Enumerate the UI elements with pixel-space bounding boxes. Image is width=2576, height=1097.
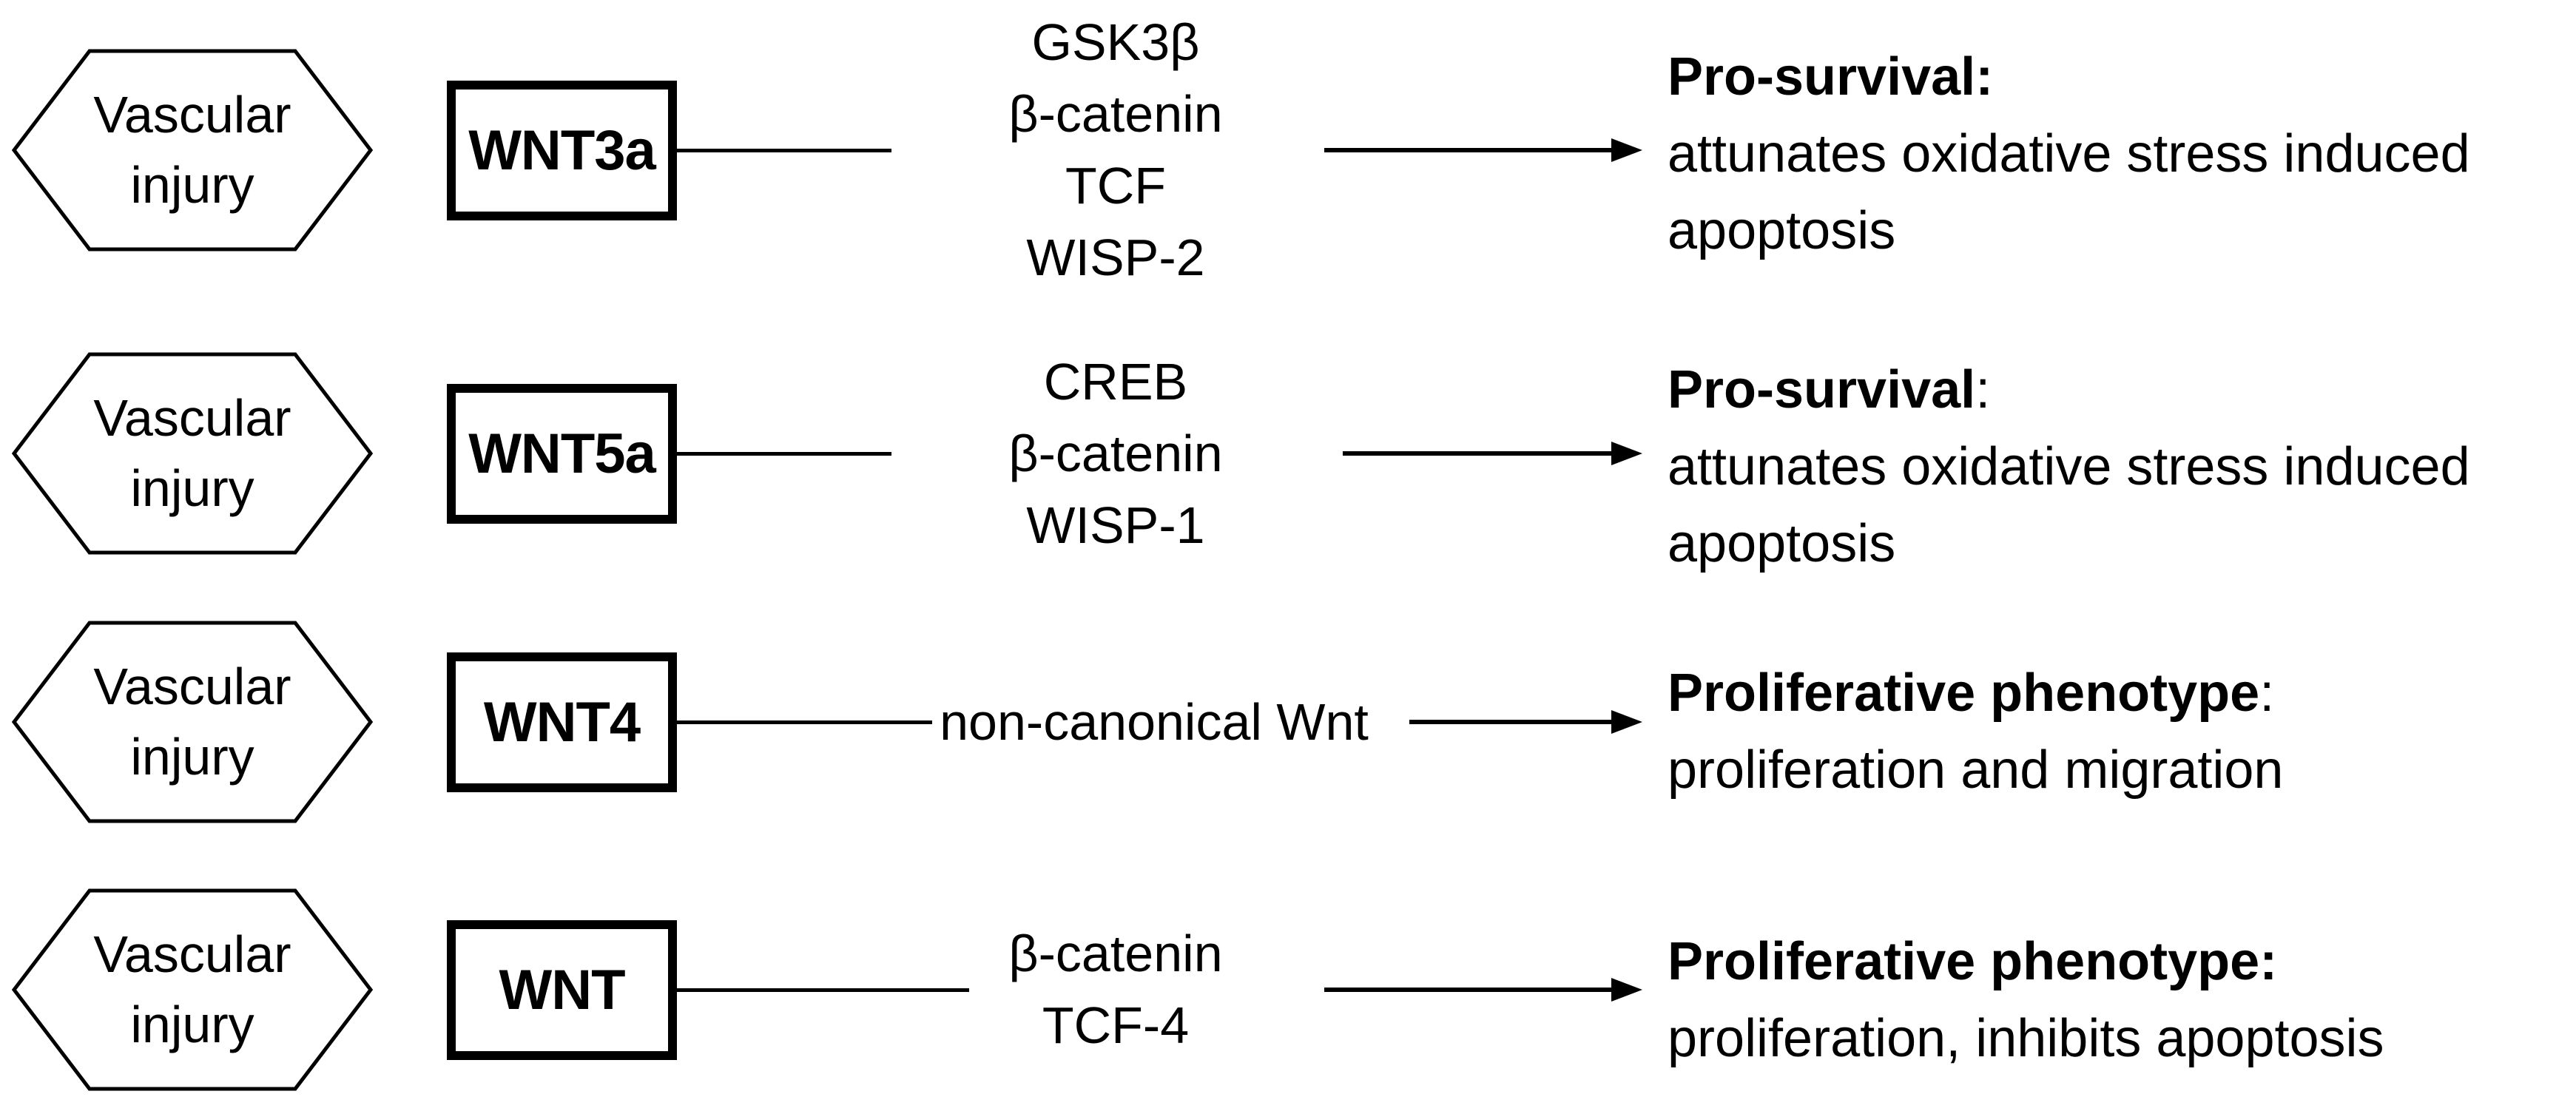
mediator-item: TCF-4 xyxy=(1042,996,1190,1054)
vascular-injury-hexagon: Vascular injury xyxy=(11,886,374,1093)
outcome-text: Proliferative phenotype: proliferation a… xyxy=(1668,655,2576,809)
vascular-injury-hexagon: Vascular injury xyxy=(11,350,374,557)
right-arrow xyxy=(1324,978,1642,1002)
mediator-list: CREB β-catenin WISP-1 xyxy=(857,346,1375,561)
vascular-injury-hexagon: Vascular injury xyxy=(11,618,374,826)
trigger-label: Vascular injury xyxy=(93,389,291,517)
connector-line xyxy=(677,149,891,152)
mediator-item: WISP-2 xyxy=(1026,229,1205,286)
gene-box-wnt: WNT xyxy=(447,920,677,1060)
gene-box-wnt5a: WNT5a xyxy=(447,384,677,524)
trigger-label: Vascular injury xyxy=(93,658,291,786)
outcome-line: proliferation and migration xyxy=(1668,740,2284,800)
outcome-colon: : xyxy=(2259,664,2275,723)
gene-label: WNT5a xyxy=(468,422,656,485)
hexagon-shape xyxy=(11,49,374,252)
mediator-item: WISP-1 xyxy=(1026,496,1205,554)
mediator-item: β-catenin xyxy=(1008,425,1223,482)
mediator-list: non-canonical Wnt xyxy=(873,686,1435,758)
hexagon-shape xyxy=(11,352,374,555)
outcome-colon: : xyxy=(2259,932,2278,991)
outcome-text: Pro-survival: attunates oxidative stress… xyxy=(1668,351,2576,582)
outcome-text: Proliferative phenotype: proliferation, … xyxy=(1668,923,2576,1077)
outcome-line: apoptosis xyxy=(1668,201,1896,260)
mediator-item: CREB xyxy=(1043,353,1188,411)
mediator-item: GSK3β xyxy=(1031,13,1200,71)
outcome-colon: : xyxy=(1975,47,1994,107)
connector-line xyxy=(677,720,932,724)
outcome-colon: : xyxy=(1975,360,1991,419)
gene-label: WNT xyxy=(499,959,625,1022)
outcome-title: Proliferative phenotype xyxy=(1668,664,2260,723)
mediator-item: β-catenin xyxy=(1008,85,1223,143)
mediator-item: β-catenin xyxy=(1008,925,1223,982)
gene-label: WNT3a xyxy=(468,119,656,182)
vascular-injury-hexagon: Vascular injury xyxy=(11,47,374,254)
outcome-text: Pro-survival: attunates oxidative stress… xyxy=(1668,38,2576,269)
gene-box-wnt3a: WNT3a xyxy=(447,81,677,220)
hexagon-shape xyxy=(11,888,374,1091)
gene-box-wnt4: WNT4 xyxy=(447,652,677,792)
right-arrow xyxy=(1343,442,1642,465)
connector-line xyxy=(677,988,969,992)
outcome-line: proliferation, inhibits apoptosis xyxy=(1668,1009,2384,1068)
outcome-title: Proliferative phenotype xyxy=(1668,932,2260,991)
mediator-list: GSK3β β-catenin TCF WISP-2 xyxy=(857,7,1375,294)
right-arrow xyxy=(1409,710,1642,734)
outcome-title: Pro-survival xyxy=(1668,360,1976,419)
outcome-line: apoptosis xyxy=(1668,514,1896,573)
gene-label: WNT4 xyxy=(483,691,641,754)
outcome-line: attunates oxidative stress induced xyxy=(1668,437,2470,496)
mediator-list: β-catenin TCF-4 xyxy=(857,918,1375,1061)
outcome-title: Pro-survival xyxy=(1668,47,1976,107)
connector-line xyxy=(677,452,891,456)
right-arrow xyxy=(1324,138,1642,162)
trigger-label: Vascular injury xyxy=(93,925,291,1053)
mediator-item: non-canonical Wnt xyxy=(940,693,1369,751)
hexagon-shape xyxy=(11,621,374,823)
mediator-item: TCF xyxy=(1065,157,1167,215)
trigger-label: Vascular injury xyxy=(93,86,291,214)
outcome-line: attunates oxidative stress induced xyxy=(1668,124,2470,183)
